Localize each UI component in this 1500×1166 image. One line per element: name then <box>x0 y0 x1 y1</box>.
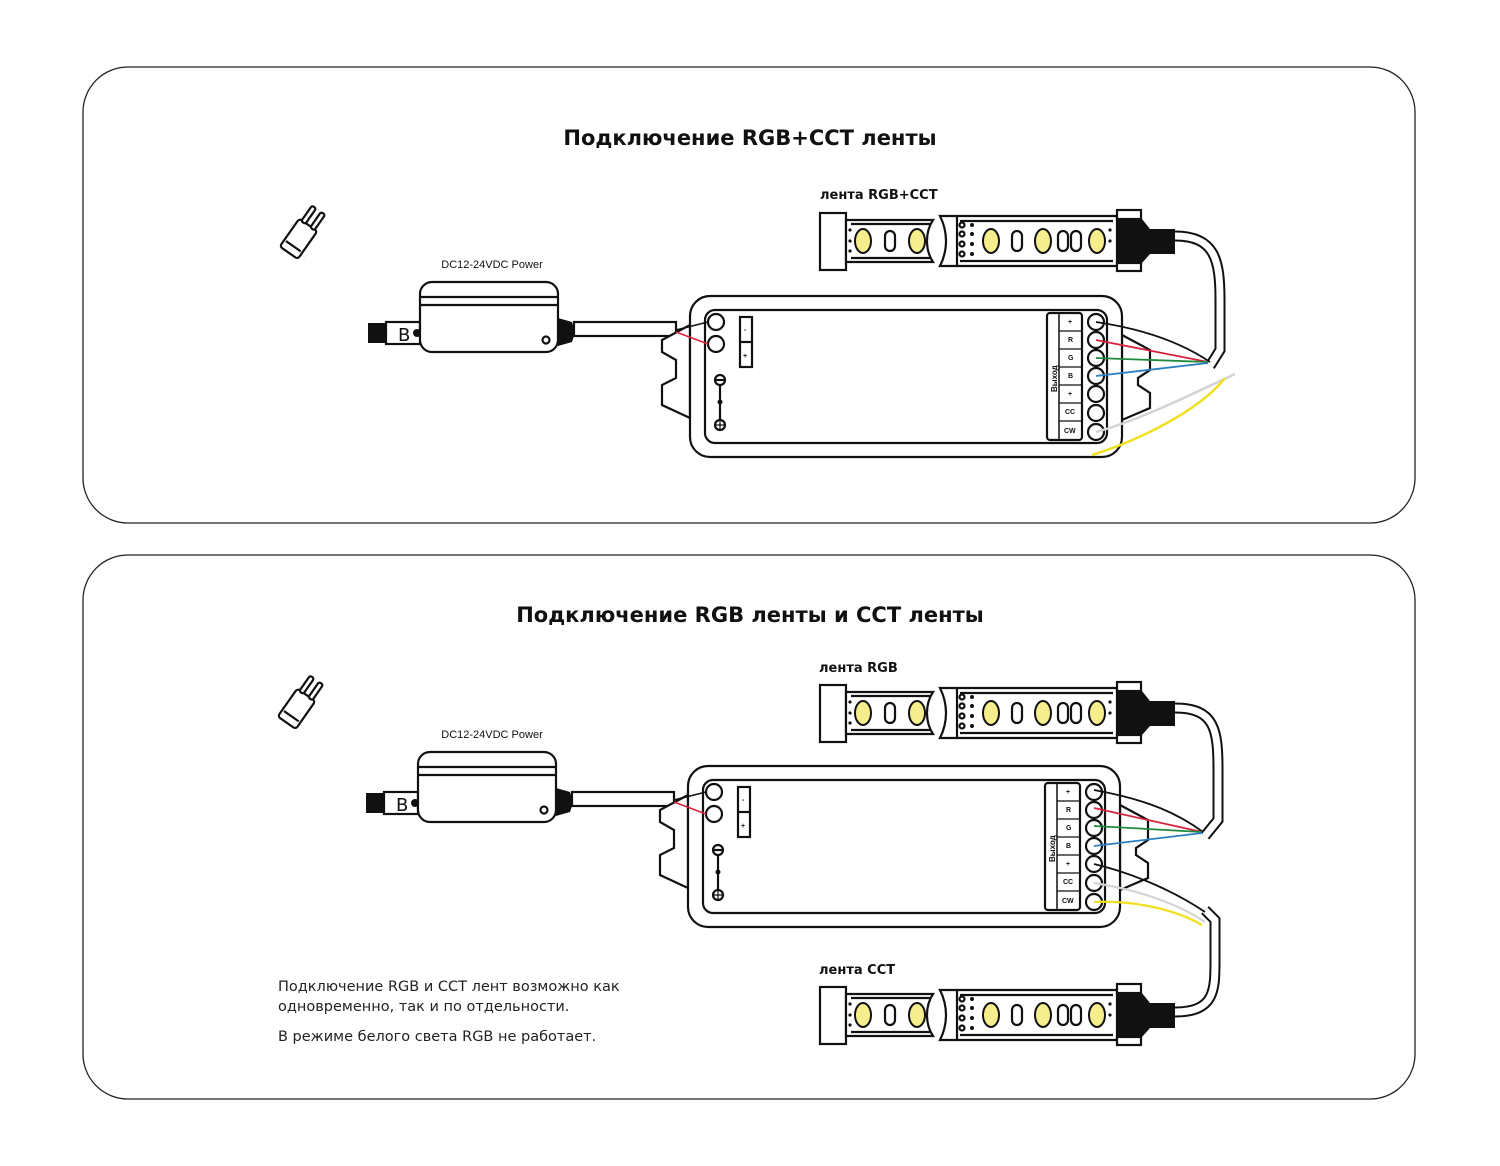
panel-rgb-and-cct: Подключение RGB ленты и CCT ленты DC12-2… <box>82 554 1416 1100</box>
led-strip-rgb-cct <box>818 208 1177 273</box>
output-label: B <box>1068 373 1073 380</box>
led-strip-rgb <box>818 680 1177 745</box>
input-plus-label: + <box>741 823 745 830</box>
strip-cct-label: лента CCT <box>819 963 895 978</box>
output-label: + <box>1068 319 1072 326</box>
note-line: Подключение RGB и CCT лент возможно как <box>278 979 620 995</box>
power-supply-label: DC12-24VDC Power <box>441 729 543 741</box>
panel-title: Подключение RGB ленты и CCT ленты <box>516 603 984 627</box>
controller <box>658 764 1150 929</box>
output-label: + <box>1066 789 1070 796</box>
output-wires <box>1091 321 1236 457</box>
output-label: CC <box>1065 409 1075 416</box>
strip-label: лента RGB+CCT <box>820 188 938 203</box>
output-label: G <box>1068 355 1074 362</box>
output-wires <box>1093 789 1206 926</box>
output-label: B <box>1066 843 1071 850</box>
input-minus-label: - <box>744 327 747 334</box>
output-label: CC <box>1063 879 1073 886</box>
output-header: Выход <box>1048 835 1057 862</box>
controller <box>660 294 1152 459</box>
panel-title: Подключение RGB+CCT ленты <box>563 126 936 150</box>
output-label: + <box>1066 861 1070 868</box>
strip-rgb-label: лента RGB <box>819 661 898 676</box>
output-label: CW <box>1062 898 1074 905</box>
note-line: одновременно, так и по отдельности. <box>278 999 569 1015</box>
output-label: R <box>1068 337 1073 344</box>
output-label: R <box>1066 807 1071 814</box>
input-plus-label: + <box>743 353 747 360</box>
output-header: Выход <box>1050 365 1059 392</box>
power-supply-label: DC12-24VDC Power <box>441 259 543 271</box>
note-line: В режиме белого света RGB не работает. <box>278 1029 596 1045</box>
led-strip-cct <box>818 982 1177 1047</box>
controller-labels: - + Выход + R G B + CC CW <box>743 319 1076 435</box>
output-label: CW <box>1064 428 1076 435</box>
panel-rgb-cct: Подключение RGB+CCT ленты DC12-24VDC Pow… <box>82 66 1416 524</box>
output-label: G <box>1066 825 1072 832</box>
input-minus-label: - <box>742 797 745 804</box>
controller-labels: - + Выход + R G B + CC CW <box>741 789 1074 905</box>
output-label: + <box>1068 391 1072 398</box>
